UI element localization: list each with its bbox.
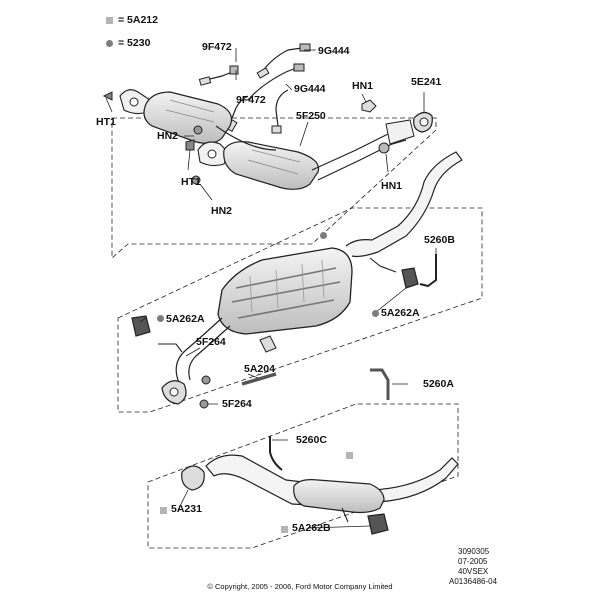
callout-5F250: 5F250 — [296, 110, 326, 122]
tailpipe-rear — [205, 454, 459, 507]
y-pipe-rear-flange — [385, 119, 415, 145]
callout-HT1-lower: HT1 — [181, 176, 201, 188]
drawing-ref-number: 3090305 — [458, 547, 490, 556]
muffler — [217, 247, 353, 335]
square-marker-icon — [106, 16, 113, 24]
callout-5E241: 5E241 — [411, 76, 442, 88]
dot-marker-icon — [372, 310, 379, 317]
callout-9G444-lower: 9G444 — [294, 83, 326, 95]
bracket-5260B — [419, 254, 437, 288]
dot-marker-icon — [320, 232, 327, 239]
square-marker-icon — [281, 526, 288, 533]
legend-square-text: = 5A212 — [118, 14, 158, 26]
callout-9F472-lower: 9F472 — [236, 94, 266, 106]
callout-9G444-upper: 9G444 — [318, 45, 350, 57]
tailpipe-front — [175, 317, 231, 397]
clamp-5A204 — [241, 372, 277, 386]
callout-5260A: 5260A — [423, 378, 454, 390]
callout-5A262B: 5A262B — [292, 522, 331, 534]
legend-dot-row: = 5230 — [106, 37, 150, 49]
tailpipe-clamp-5A231 — [181, 465, 205, 491]
legend-square-row: = 5A212 — [106, 14, 158, 26]
middle-group-frame — [117, 207, 483, 413]
drawing-ref-id: A0136486-04 — [449, 577, 498, 586]
callout-HN1-upper: HN1 — [352, 80, 374, 92]
resonator — [293, 479, 385, 514]
drawing-ref-model: 40VSEX — [458, 567, 489, 576]
callout-5A262A-left: 5A262A — [166, 313, 205, 325]
callout-5260B: 5260B — [424, 234, 455, 246]
oxygen-sensor-downstream — [231, 95, 249, 119]
bracket-5260A — [370, 368, 390, 400]
callout-5A231: 5A231 — [171, 503, 202, 515]
upper-group-frame — [111, 117, 437, 259]
intermediate-pipe — [345, 151, 463, 258]
copyright-notice: © Copyright, 2005 - 2006, Ford Motor Com… — [207, 582, 393, 591]
callout-5A204: 5A204 — [244, 363, 275, 375]
callout-5F264-lower: 5F264 — [222, 398, 252, 410]
callout-5A262A-right: 5A262A — [381, 307, 420, 319]
leader-lines — [105, 48, 437, 529]
right-catalytic-converter — [223, 141, 320, 190]
hanger-5A262A-left — [131, 315, 151, 337]
lower-group-frame — [147, 403, 459, 549]
square-marker-icon — [160, 507, 167, 514]
callout-HN2-lower: HN2 — [211, 205, 233, 217]
callout-5F264-upper: 5F264 — [196, 336, 226, 348]
hanger-5A262A-right — [401, 267, 419, 289]
callout-HN2-upper: HN2 — [157, 130, 179, 142]
oxygen-sensor-lead-b — [247, 67, 297, 101]
hn1-nut-upper — [361, 99, 377, 113]
legend-dot-text: = 5230 — [118, 37, 151, 49]
bracket-5260C — [269, 436, 283, 471]
callout-5260C: 5260C — [296, 434, 327, 446]
dot-marker-icon — [106, 39, 113, 47]
hanger-5A262B — [367, 513, 389, 535]
callout-HT1-upper: HT1 — [96, 116, 116, 128]
callout-9F472-upper: 9F472 — [202, 41, 232, 53]
square-marker-icon — [346, 452, 353, 459]
dot-marker-icon — [157, 315, 164, 322]
oxygen-sensor-rear — [275, 89, 289, 127]
drawing-ref-date: 07-2005 — [458, 557, 488, 566]
callout-HN1-lower: HN1 — [381, 180, 403, 192]
